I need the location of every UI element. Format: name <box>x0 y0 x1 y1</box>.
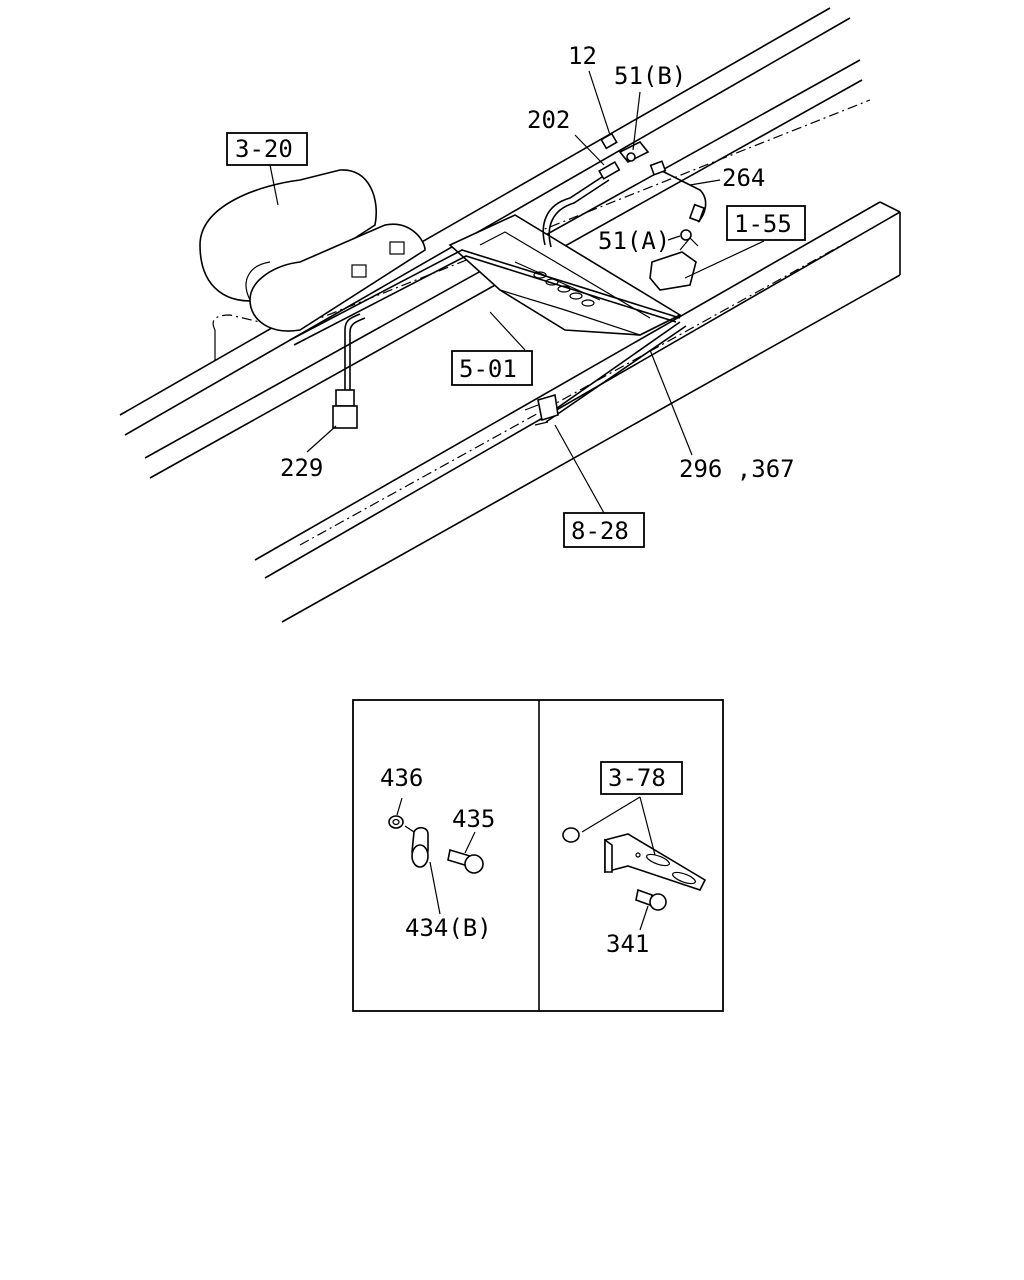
label-434b: 434(B) <box>405 914 492 942</box>
fitting-51a <box>680 229 692 241</box>
label-341: 341 <box>606 930 649 958</box>
clip-8-28 <box>537 393 559 422</box>
ref-3-78: 3-78 <box>608 764 666 792</box>
air-pipes <box>289 169 707 423</box>
main-part-labels: 12 51(B) 202 264 51(A) 229 296 ,367 <box>280 42 795 483</box>
main-reference-boxes: 3-20 1-55 5-01 8-28 <box>226 132 806 548</box>
label-202: 202 <box>527 106 570 134</box>
ref-box-8-28 <box>563 512 645 548</box>
label-296-367: 296 ,367 <box>679 455 795 483</box>
ref-box-1-55 <box>726 205 806 241</box>
ref-3-20: 3-20 <box>235 135 293 163</box>
air-tank <box>199 169 426 360</box>
ref-box-3-20 <box>226 132 308 166</box>
detail-right-bracket: 3-78 341 <box>562 761 707 958</box>
label-435: 435 <box>452 805 495 833</box>
ref-box-5-01 <box>451 350 533 386</box>
fittings <box>332 132 706 429</box>
fitting-229 <box>335 389 355 407</box>
label-436: 436 <box>380 764 423 792</box>
label-229: 229 <box>280 454 323 482</box>
ref-box-3-78 <box>600 761 683 795</box>
label-51a: 51(A) <box>598 227 670 255</box>
detail-panel <box>352 699 724 1012</box>
label-12: 12 <box>568 42 597 70</box>
nut-12 <box>600 132 618 150</box>
label-264: 264 <box>722 164 765 192</box>
nut-436 <box>388 815 404 829</box>
ref-1-55: 1-55 <box>734 210 792 238</box>
nut <box>562 827 580 843</box>
label-51b: 51(B) <box>614 62 686 90</box>
valve-1-55 <box>649 251 697 291</box>
leader-lines <box>269 70 765 514</box>
detail-left-clip: 436 435 434(B) <box>380 764 495 942</box>
ref-8-28: 8-28 <box>571 517 629 545</box>
connector-202 <box>598 160 621 180</box>
ref-5-01: 5-01 <box>459 355 517 383</box>
frame-rails <box>119 7 901 623</box>
